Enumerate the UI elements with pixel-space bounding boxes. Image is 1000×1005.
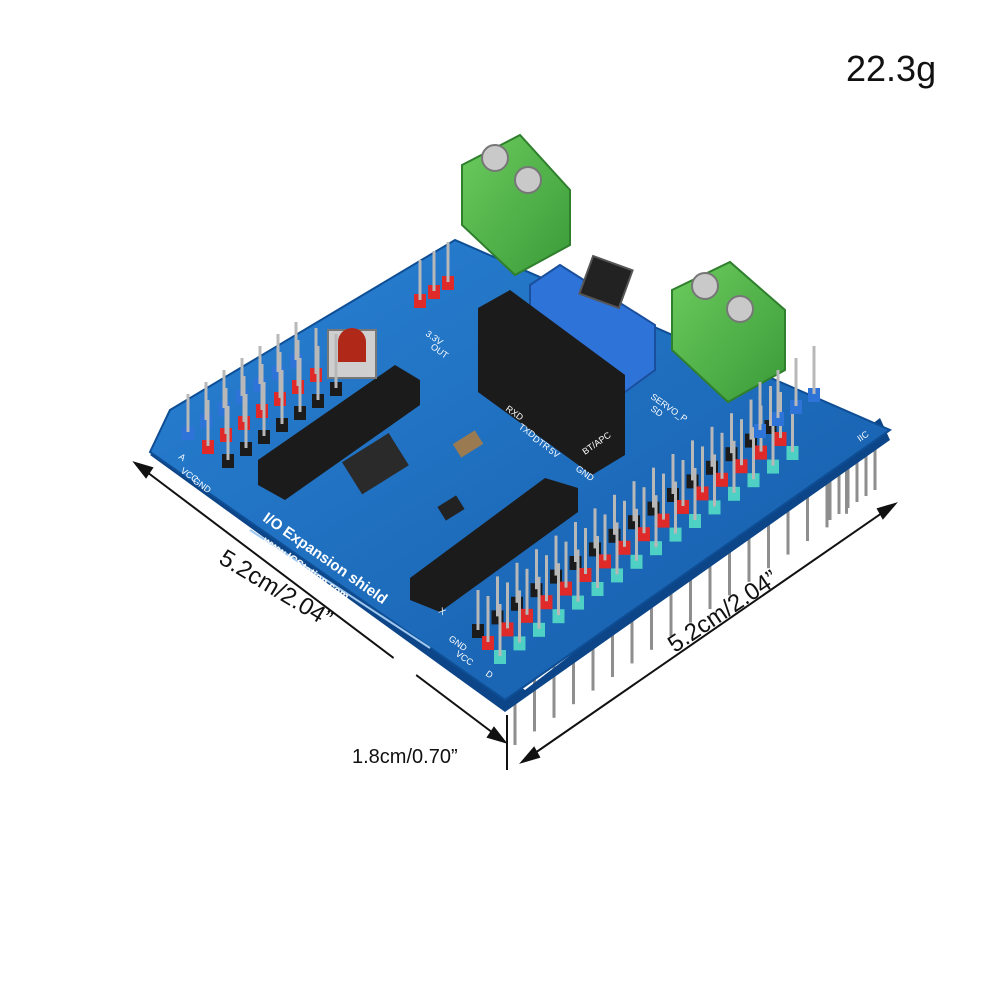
digital-pin-base (513, 636, 526, 651)
digital-pin-base (774, 432, 787, 446)
digital-pin-base (618, 540, 631, 555)
pcb-notch (385, 655, 420, 690)
digital-pin-base (540, 595, 553, 610)
analog-pin-base (258, 430, 270, 444)
female-header-bottom (410, 478, 578, 612)
iic-pin-base (790, 400, 802, 414)
digital-pin-base (560, 581, 572, 596)
digital-pin-base (716, 472, 728, 487)
digital-pin-base (533, 622, 545, 637)
digital-pin-base (472, 624, 484, 638)
silkscreen-label: A (177, 451, 188, 463)
digital-pin-base (501, 622, 514, 637)
digital-pin-base (708, 500, 721, 515)
digital-pin-base (747, 473, 760, 488)
digital-pin-base (728, 486, 740, 501)
analog-pin-base (276, 418, 288, 432)
digital-pin-base (735, 459, 748, 474)
digital-pin-base (650, 541, 662, 556)
analog-pin-base (330, 382, 342, 396)
digital-pin-base (599, 554, 611, 569)
screw-icon (481, 144, 509, 172)
voltage-regulator (342, 433, 409, 495)
silkscreen-label: D (484, 668, 495, 680)
smd-transistor (437, 495, 465, 521)
power-select-pin-base (414, 294, 426, 308)
digital-pin-base (482, 636, 494, 650)
digital-pin-base (611, 568, 623, 583)
digital-pin-base (696, 486, 709, 501)
analog-pin-base (294, 406, 306, 420)
smd-capacitor (452, 430, 484, 458)
female-header-left (258, 365, 420, 500)
digital-pin-base (755, 445, 767, 460)
digital-pin-base (638, 527, 650, 542)
arrowhead-left-top (132, 461, 154, 479)
analog-pin-base (202, 440, 214, 454)
digital-pin-base (657, 513, 670, 528)
digital-pin-base (669, 527, 682, 542)
analog-pin-base (222, 454, 234, 468)
power-select-pin-base (428, 285, 440, 299)
iic-pin-base (772, 412, 784, 426)
iic-pin-base (808, 388, 820, 402)
analog-pin-base (182, 426, 194, 440)
pin-header-rows (182, 242, 820, 664)
dimension-line-left (134, 462, 506, 743)
digital-pin-base (521, 608, 533, 623)
screw-icon (691, 272, 719, 300)
dimension-line-right (521, 503, 896, 763)
analog-pin-base (312, 394, 324, 408)
iic-pin-base (754, 424, 766, 438)
silkscreen-label: X (437, 605, 448, 617)
digital-pin-base (677, 500, 689, 514)
screw-icon (726, 295, 754, 323)
screw-terminal-right (671, 260, 786, 404)
power-select-pin-base (442, 276, 454, 290)
reset-button-cap-side (338, 342, 366, 362)
digital-pin-base (630, 554, 643, 569)
screw-terminal-top (461, 133, 571, 277)
digital-pin-base (494, 650, 506, 664)
digital-pin-base (767, 459, 779, 474)
height-dimension-label: 1.8cm/0.70” (352, 746, 458, 768)
digital-pin-base (786, 446, 799, 460)
screw-icon (514, 166, 542, 194)
dimension-lines (132, 461, 898, 770)
power-switch (578, 254, 634, 310)
digital-pin-base (552, 609, 565, 624)
pcb-silkscreen-line (249, 529, 431, 649)
digital-pin-base (572, 595, 584, 610)
digital-pin-base (579, 568, 592, 582)
weight-label: 22.3g (846, 48, 937, 89)
arrowhead-right-bottom (519, 746, 541, 764)
arrowhead-left-bottom (486, 726, 508, 744)
analog-pin-base (240, 442, 252, 456)
arrowhead-right-top (876, 502, 898, 520)
digital-pin-base (689, 514, 701, 528)
digital-pin-base (591, 582, 604, 596)
female-header-center (478, 290, 625, 475)
